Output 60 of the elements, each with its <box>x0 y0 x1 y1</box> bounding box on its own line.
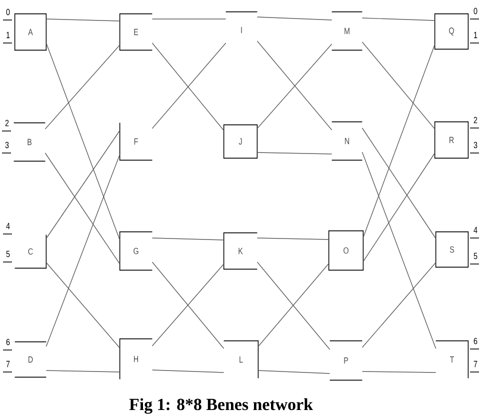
switch-box: S <box>435 231 469 268</box>
switch-box: E <box>119 13 153 51</box>
connector-line <box>362 152 436 262</box>
port-number: 4 <box>474 226 478 234</box>
port-number: 1 <box>474 32 478 38</box>
connector-line <box>46 370 120 372</box>
connector-line <box>362 128 436 239</box>
switch-box: J <box>223 124 258 159</box>
connector-line <box>46 18 120 22</box>
port-number: 5 <box>474 252 478 260</box>
switch-box: L <box>223 340 259 379</box>
port-number: 7 <box>6 360 10 368</box>
switch-box: D <box>14 341 47 378</box>
connector-line <box>46 130 120 239</box>
connector-line <box>256 238 330 240</box>
switch-box: I <box>225 11 258 34</box>
connector-line <box>362 262 436 348</box>
port-number: 7 <box>474 360 478 368</box>
port-number: 6 <box>474 338 478 344</box>
switch-box: A <box>14 13 47 51</box>
connector-line <box>44 44 120 130</box>
port-number: 6 <box>6 338 10 346</box>
port-number: 0 <box>6 8 10 16</box>
switch-box: G <box>119 231 153 271</box>
switch-box: F <box>119 122 153 161</box>
switch-box: H <box>119 338 153 380</box>
connector-line <box>362 152 436 349</box>
connector-line <box>256 16 332 20</box>
port-number: 4 <box>6 222 10 230</box>
connector-line <box>362 18 436 21</box>
connector-line <box>44 152 120 264</box>
connector-line <box>152 370 224 373</box>
port-number: 0 <box>474 8 478 14</box>
connector-line <box>152 238 224 240</box>
switch-box: P <box>329 340 363 381</box>
connector-line <box>362 371 436 373</box>
connector-line <box>362 44 436 238</box>
switch-box: O <box>328 230 364 271</box>
switch-box: Q <box>434 13 469 50</box>
switch-box: B <box>13 122 46 162</box>
port-number: 5 <box>6 250 10 258</box>
port-number: 2 <box>5 120 9 126</box>
switch-box: N <box>331 121 363 161</box>
connector-line <box>256 152 332 154</box>
caption: Fig 1: 8*8 Benes network <box>129 398 313 414</box>
connector-line <box>258 370 330 374</box>
switch-box: T <box>435 340 469 379</box>
connector-line <box>46 42 120 240</box>
port-number: 3 <box>474 142 478 148</box>
connector-line <box>46 262 120 348</box>
switch-box: R <box>434 121 469 159</box>
connector-line <box>152 18 226 20</box>
port-number: 2 <box>474 116 478 124</box>
connector-line <box>362 42 436 130</box>
connector-line <box>46 154 120 347</box>
switch-box: M <box>331 11 363 51</box>
switch-box: C <box>14 234 47 269</box>
port-number: 3 <box>5 142 9 148</box>
port-number: 1 <box>6 32 10 38</box>
switch-box: K <box>223 232 258 270</box>
